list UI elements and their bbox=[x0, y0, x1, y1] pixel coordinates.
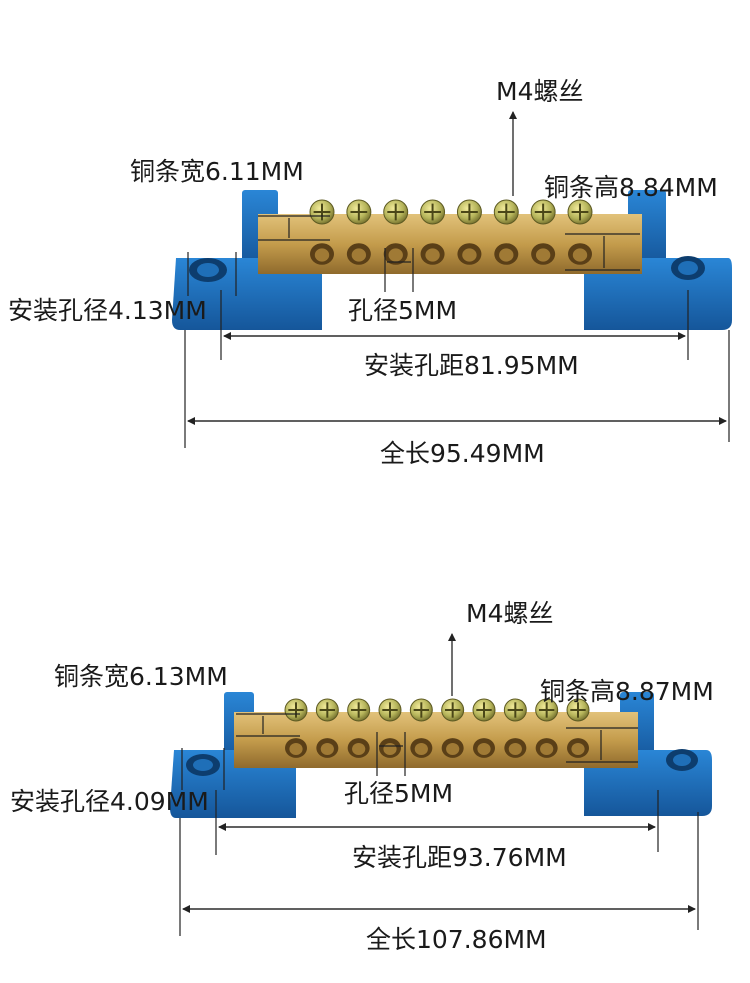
terminal-8 bbox=[567, 199, 593, 265]
mount-hole-diameter-label: 安装孔径4.13MM bbox=[8, 296, 207, 325]
terminals-1 bbox=[309, 199, 593, 265]
terminal-3 bbox=[383, 199, 409, 265]
terminal-7 bbox=[530, 199, 556, 265]
total-length-label-2: 全长107.86MM bbox=[366, 925, 547, 954]
terminal-10 bbox=[566, 698, 590, 758]
terminal-6 bbox=[441, 698, 465, 758]
terminal-8 bbox=[503, 698, 527, 758]
terminal-4 bbox=[378, 698, 402, 758]
left-base-1 bbox=[172, 190, 322, 330]
hole-diameter-label: 孔径5MM bbox=[348, 296, 457, 325]
mount-hole-diameter-label-2: 安装孔径4.09MM bbox=[10, 787, 209, 816]
terminal-2 bbox=[315, 698, 339, 758]
terminal-2 bbox=[346, 199, 372, 265]
mount-spacing-label: 安装孔距81.95MM bbox=[364, 351, 579, 380]
terminal-1 bbox=[309, 199, 335, 265]
terminal-1 bbox=[284, 698, 308, 758]
product-1: M4螺丝 铜条宽6.11MM 铜条高8.84MM 安装孔径4.13MM 孔径5M… bbox=[8, 77, 732, 468]
terminal-3 bbox=[347, 698, 371, 758]
screw-label: M4螺丝 bbox=[496, 77, 583, 106]
bar-width-label-2: 铜条宽6.13MM bbox=[54, 662, 228, 691]
terminal-5 bbox=[409, 698, 433, 758]
hole-diameter-label-2: 孔径5MM bbox=[344, 779, 453, 808]
terminal-7 bbox=[472, 698, 496, 758]
terminal-4 bbox=[420, 199, 446, 265]
screw-label-2: M4螺丝 bbox=[466, 599, 553, 628]
terminal-6 bbox=[493, 199, 519, 265]
total-length-label: 全长95.49MM bbox=[380, 439, 545, 468]
terminals-2 bbox=[284, 698, 590, 758]
mount-spacing-label-2: 安装孔距93.76MM bbox=[352, 843, 567, 872]
bar-height-label-2: 铜条高8.87MM bbox=[540, 677, 714, 706]
bar-height-label: 铜条高8.84MM bbox=[544, 173, 718, 202]
bar-width-label: 铜条宽6.11MM bbox=[130, 157, 304, 186]
terminal-9 bbox=[535, 698, 559, 758]
product-2: M4螺丝 铜条宽6.13MM 铜条高8.87MM 安装孔径4.09MM 孔径5M… bbox=[10, 599, 714, 954]
terminal-5 bbox=[456, 199, 482, 265]
